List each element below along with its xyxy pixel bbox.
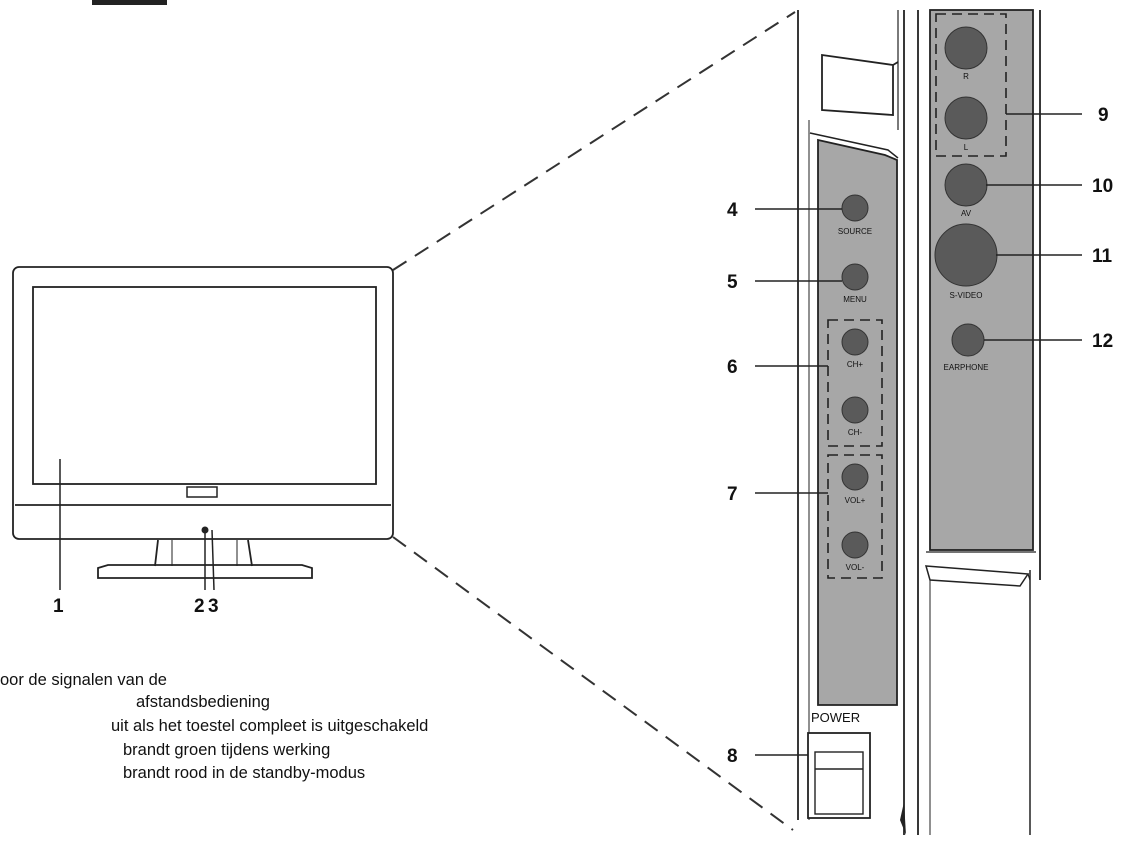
desc-line-5: brandt rood in de standby-modus (123, 764, 366, 782)
vol-minus-button[interactable] (841, 531, 869, 559)
callout-5: 5 (727, 272, 738, 293)
vol-minus-label: VOL- (846, 563, 865, 572)
panel-top-tab (821, 53, 894, 116)
zoom-lines (392, 11, 796, 831)
audio-r-label: R (963, 72, 969, 81)
tv-bezel (12, 266, 394, 540)
side-panel (797, 10, 1041, 835)
earphone-label: EARPHONE (944, 363, 989, 372)
power-switch[interactable] (807, 732, 871, 819)
source-button[interactable] (841, 194, 869, 222)
av-label: AV (961, 209, 972, 218)
tv-screen (32, 286, 377, 485)
ch-minus-button[interactable] (841, 396, 869, 424)
vol-plus-button[interactable] (841, 463, 869, 491)
audio-l-jack[interactable] (944, 96, 988, 140)
callout-7: 7 (727, 484, 738, 505)
tv-stand-base (97, 564, 313, 579)
ch-group-bracket (827, 319, 883, 447)
source-label: SOURCE (838, 227, 872, 236)
desc-line-1: oor de signalen van de (0, 671, 167, 689)
audio-r-jack[interactable] (944, 26, 988, 70)
callout-3: 3 (208, 596, 219, 617)
desc-line-3: uit als het toestel compleet is uitgesch… (111, 717, 429, 735)
earphone-jack[interactable] (951, 323, 985, 357)
ch-plus-button[interactable] (841, 328, 869, 356)
desc-line-2: afstandsbediening (136, 693, 270, 711)
callout-9: 9 (1098, 105, 1109, 126)
svideo-label: S-VIDEO (950, 291, 983, 300)
ch-minus-label: CH- (848, 428, 863, 437)
callout-4: 4 (727, 200, 738, 221)
av-jack[interactable] (944, 163, 988, 207)
callout-12: 12 (1092, 331, 1113, 352)
power-label: POWER (811, 710, 860, 725)
callout-8: 8 (727, 746, 738, 767)
rl-group-bracket (935, 13, 1007, 157)
callout-10: 10 (1092, 176, 1113, 197)
tv-stand-neck (154, 539, 253, 567)
menu-label: MENU (843, 295, 867, 304)
svideo-jack[interactable] (934, 223, 998, 287)
callout-1: 1 (53, 596, 64, 617)
callout-11: 11 (1092, 246, 1113, 267)
leader-3 (211, 529, 215, 591)
vol-group-bracket (827, 454, 883, 579)
menu-button[interactable] (841, 263, 869, 291)
callout-6: 6 (727, 357, 738, 378)
caption-fragment (92, 0, 167, 5)
callout-2: 2 (194, 596, 205, 617)
vol-plus-label: VOL+ (845, 496, 866, 505)
audio-l-label: L (964, 143, 969, 152)
tv-front-view (12, 266, 394, 579)
ir-sensor (201, 526, 209, 534)
tv-logo-badge (186, 486, 218, 498)
desc-line-4: brandt groen tijdens werking (123, 741, 331, 759)
ch-plus-label: CH+ (847, 360, 864, 369)
